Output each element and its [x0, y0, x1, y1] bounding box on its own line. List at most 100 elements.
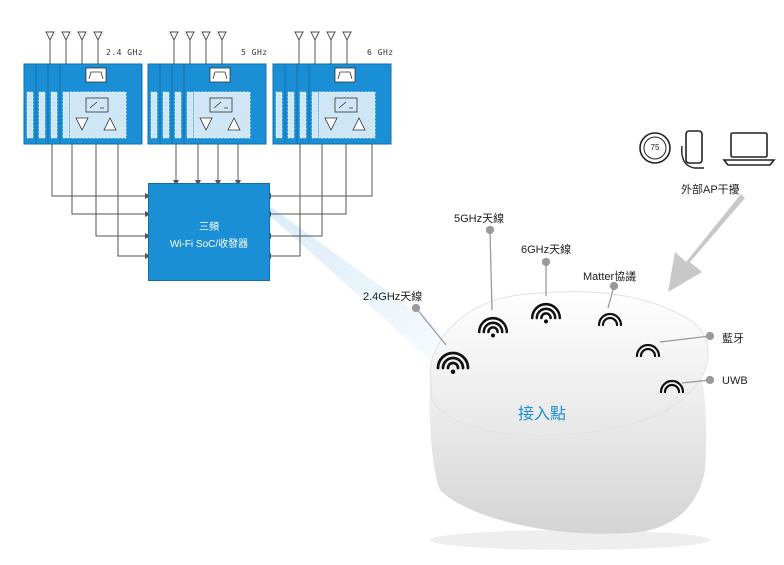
rf-module-group	[23, 63, 143, 145]
rf-card-slot	[287, 91, 295, 139]
filter-box	[334, 67, 356, 83]
smartphone-icon	[681, 130, 704, 169]
rf-card-slot	[275, 91, 283, 139]
label-2-4ghz-antenna: 2.4GHz天線	[363, 291, 423, 303]
antenna-wifi-symbols	[436, 303, 685, 394]
filter-symbol	[88, 71, 104, 80]
antenna-icon	[185, 31, 195, 42]
signal-arc	[535, 307, 557, 320]
signal-arc	[659, 379, 685, 394]
rf-card-slot	[311, 91, 319, 139]
antenna-icon	[169, 31, 179, 42]
switch-symbol	[213, 101, 228, 109]
wire-left	[95, 144, 151, 239]
pa-amplifier	[352, 117, 366, 131]
label-6ghz-antenna: 6GHz天線	[521, 244, 572, 256]
uwb-signal-icon	[659, 379, 685, 394]
smartwatch-icon	[639, 132, 671, 164]
antenna-icon	[342, 31, 352, 42]
rf-module-groups	[23, 31, 392, 145]
antenna-icon	[77, 31, 87, 42]
switch-symbol	[89, 101, 104, 109]
bluetooth-signal-icon	[635, 343, 661, 358]
rf-module-group	[272, 63, 392, 145]
pa-amplifier	[103, 117, 117, 131]
signal-arc	[663, 383, 681, 394]
lna-amplifier	[324, 117, 338, 131]
switch-box	[85, 97, 109, 113]
switch-box	[209, 97, 233, 113]
filter-box	[209, 67, 231, 83]
wire-right	[265, 144, 323, 239]
access-point-device	[429, 291, 710, 550]
rf-frontend-area	[193, 91, 251, 139]
interference-arrow	[668, 194, 745, 292]
wire-right	[265, 144, 347, 217]
rf-card-slot	[26, 91, 34, 139]
antenna-icon	[45, 31, 55, 42]
signal-arc	[446, 361, 460, 370]
antenna-icon	[217, 31, 227, 42]
soc-transceiver-block: 三頻 Wi-Fi SoC/收發器	[148, 183, 270, 281]
band-label-5ghz: 5 GHz	[241, 48, 268, 57]
rf-card-slot	[174, 91, 182, 139]
matter-signal-icon	[597, 312, 623, 327]
signal-dot	[490, 333, 496, 338]
pa-amplifier	[227, 117, 241, 131]
label-external-ap-interference: 外部AP干擾	[681, 184, 740, 196]
label-bluetooth: 藍牙	[722, 333, 744, 345]
wire-right	[265, 144, 373, 199]
wire-left	[117, 144, 151, 259]
signal-arc	[635, 343, 661, 358]
signal-arc	[441, 356, 465, 370]
signal-wires	[51, 144, 373, 259]
filter-symbol	[212, 71, 228, 80]
signal-arc	[477, 317, 509, 334]
rf-module-group	[147, 63, 267, 145]
wifi-6ghz-icon	[530, 303, 562, 324]
switch-symbol	[338, 101, 353, 109]
wifi-2-4ghz-icon	[436, 351, 470, 374]
soc-title: 三頻	[199, 222, 219, 233]
label-uwb: UWB	[722, 375, 748, 387]
antenna-icon	[326, 31, 336, 42]
soc-subtitle: Wi-Fi SoC/收發器	[169, 239, 249, 250]
rf-frontend-area	[69, 91, 127, 139]
lna-amplifier	[75, 117, 89, 131]
signal-arc	[436, 351, 470, 370]
wifi-5ghz-icon	[477, 317, 509, 338]
watch-face-value: 75	[650, 143, 660, 152]
signal-arc	[601, 316, 619, 327]
light-beam	[225, 175, 455, 360]
switch-box	[334, 97, 358, 113]
antenna-icon	[294, 31, 304, 42]
signal-arc	[597, 312, 623, 327]
rf-card-slot	[186, 91, 194, 139]
filter-symbol	[337, 71, 353, 80]
antenna-icon	[61, 31, 71, 42]
band-label-2-4ghz: 2.4 GHz	[106, 48, 144, 57]
antenna-icon	[201, 31, 211, 42]
pointer-lines	[411, 225, 715, 385]
filter-box	[85, 67, 107, 83]
access-point-label: 接入點	[518, 406, 567, 423]
rf-card-slot	[299, 91, 307, 139]
antenna-icon	[93, 31, 103, 42]
rf-card-slot	[62, 91, 70, 139]
signal-dot	[450, 369, 456, 374]
laptop-icon	[722, 132, 776, 166]
antenna-icon	[310, 31, 320, 42]
rf-frontend-area	[318, 91, 376, 139]
rf-card-slot	[162, 91, 170, 139]
rf-card-slot	[50, 91, 58, 139]
lna-amplifier	[199, 117, 213, 131]
signal-dot	[543, 319, 549, 324]
rf-card-slot	[38, 91, 46, 139]
signal-arc	[540, 312, 552, 320]
wire-right	[265, 144, 301, 259]
label-matter: Matter協議	[583, 271, 637, 283]
signal-arc	[530, 303, 562, 320]
band-label-6ghz: 6 GHz	[367, 48, 394, 57]
label-5ghz-antenna: 5GHz天線	[454, 213, 505, 225]
